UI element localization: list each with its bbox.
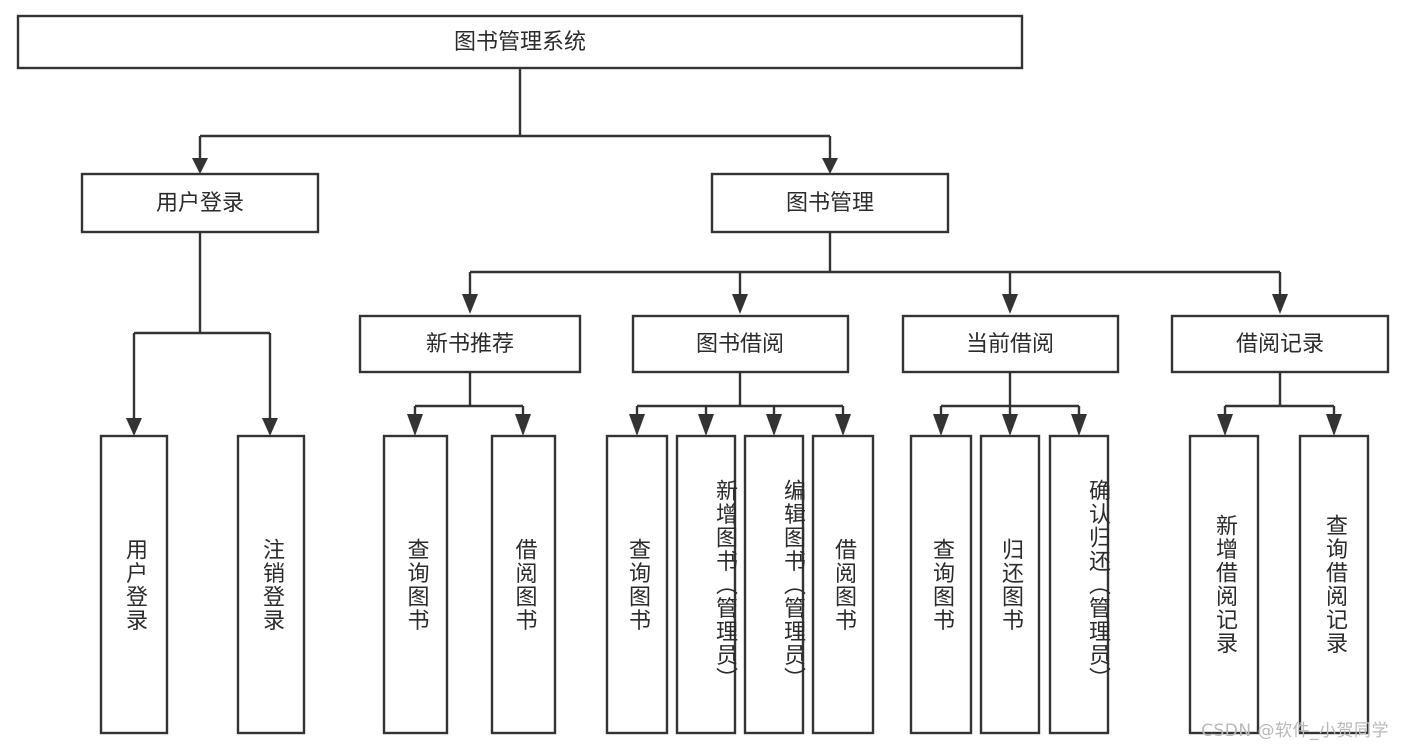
node-box-book-manage[interactable] bbox=[710, 172, 950, 234]
node-label-current-borrow: 当前借阅 bbox=[966, 332, 1054, 357]
node-label-book-borrow: 图书借阅 bbox=[696, 332, 784, 357]
arrow-leaf-logout bbox=[262, 418, 278, 436]
csdn-watermark: CSDN @软件_小贺同学 bbox=[1201, 721, 1389, 741]
node-box-leaf-confirm-return[interactable] bbox=[1048, 434, 1110, 735]
node-label-new-book-recommend: 新书推荐 bbox=[426, 332, 514, 357]
arrow-leaf-borrow-book-2 bbox=[835, 414, 851, 436]
node-label-borrow-record: 借阅记录 bbox=[1236, 332, 1324, 357]
arrow-leaf-add-record bbox=[1217, 414, 1233, 436]
arrow-current-borrow bbox=[1002, 294, 1018, 314]
arrow-leaf-query-book-1 bbox=[407, 414, 423, 436]
arrow-leaf-borrow-book-1 bbox=[515, 414, 531, 436]
arrow-book-borrow bbox=[732, 294, 748, 314]
node-box-leaf-query-book-3[interactable] bbox=[909, 434, 973, 735]
node-box-leaf-return-book[interactable] bbox=[979, 434, 1041, 735]
arrow-leaf-query-record bbox=[1326, 414, 1342, 436]
node-label-root: 图书管理系统 bbox=[454, 30, 586, 55]
node-box-leaf-query-record[interactable] bbox=[1298, 434, 1370, 735]
node-box-leaf-query-book-2[interactable] bbox=[605, 434, 669, 735]
arrow-borrow-record bbox=[1272, 294, 1288, 314]
node-box-leaf-user-login[interactable] bbox=[99, 434, 169, 735]
arrow-leaf-confirm-return bbox=[1071, 414, 1087, 436]
node-box-leaf-query-book-1[interactable] bbox=[382, 434, 449, 735]
arrow-user-login bbox=[192, 158, 208, 174]
node-box-leaf-add-book[interactable] bbox=[675, 434, 737, 735]
arrow-leaf-user-login bbox=[126, 418, 142, 436]
node-label-book-manage: 图书管理 bbox=[786, 191, 874, 216]
arrow-leaf-return-book bbox=[1002, 414, 1018, 436]
node-layer: 图书管理系统 用户登录 图书管理 新书推荐 图书借阅 当前借阅 借阅记录 bbox=[16, 14, 1390, 735]
node-box-book-borrow[interactable] bbox=[631, 314, 850, 374]
node-box-current-borrow[interactable] bbox=[901, 314, 1120, 374]
arrow-leaf-add-book bbox=[698, 414, 714, 436]
node-box-leaf-edit-book[interactable] bbox=[743, 434, 805, 735]
node-box-root[interactable] bbox=[16, 14, 1024, 70]
node-label-user-login: 用户登录 bbox=[156, 191, 244, 216]
arrow-leaf-query-book-3 bbox=[933, 414, 949, 436]
node-box-leaf-borrow-book-2[interactable] bbox=[811, 434, 875, 735]
node-box-leaf-borrow-book-1[interactable] bbox=[490, 434, 557, 735]
node-box-leaf-logout[interactable] bbox=[236, 434, 306, 735]
node-box-borrow-record[interactable] bbox=[1170, 314, 1390, 374]
node-box-leaf-add-record[interactable] bbox=[1188, 434, 1260, 735]
connector-layer bbox=[126, 68, 1342, 436]
arrow-book-manage bbox=[822, 158, 838, 174]
arrow-leaf-edit-book bbox=[766, 414, 782, 436]
arrow-leaf-query-book-2 bbox=[629, 414, 645, 436]
arrow-new-book-recommend bbox=[462, 294, 478, 314]
node-box-new-book-recommend[interactable] bbox=[358, 314, 582, 374]
node-box-user-login[interactable] bbox=[80, 172, 320, 234]
